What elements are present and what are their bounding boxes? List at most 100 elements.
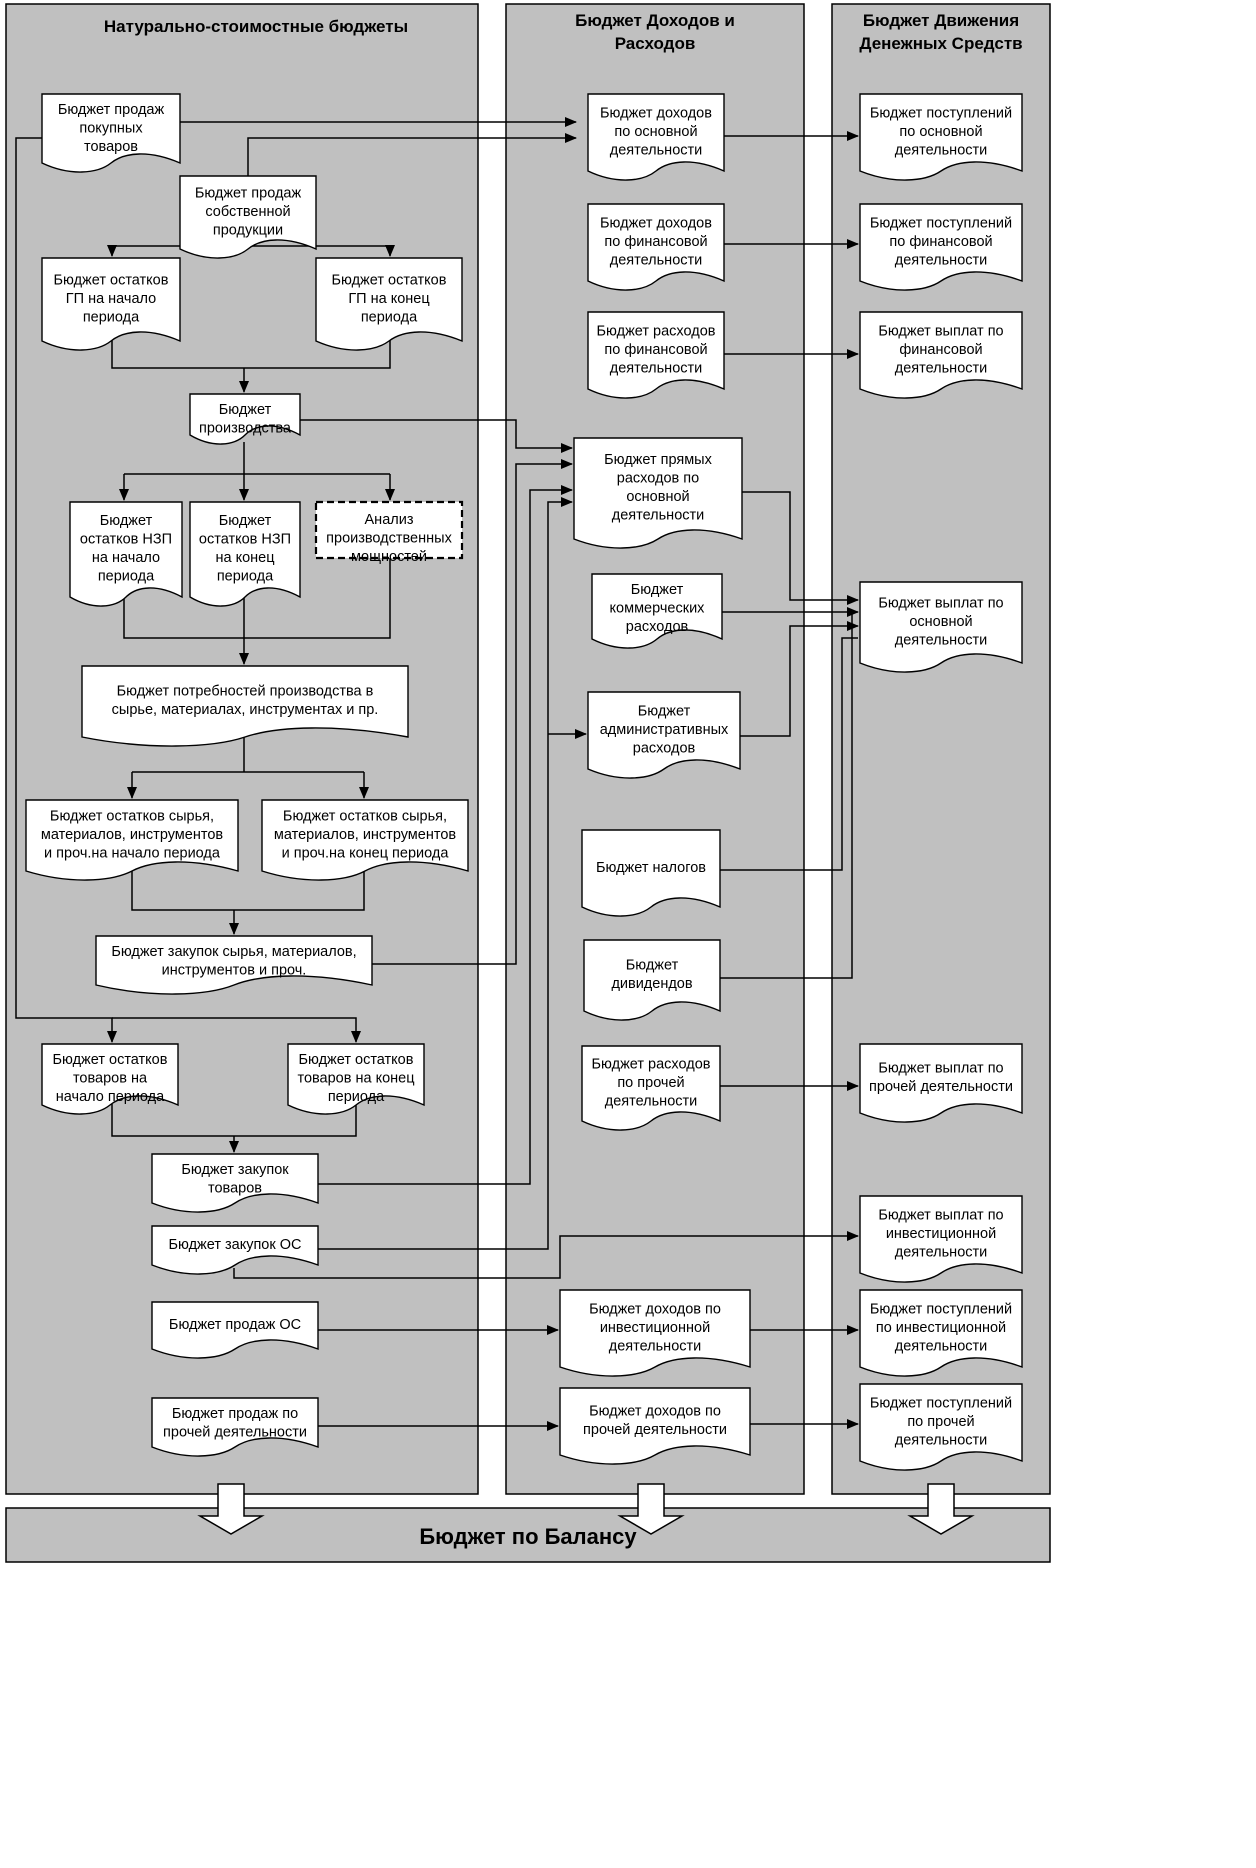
node-text-direct: основной [626, 489, 689, 505]
node-text-pay-fin: Бюджет выплат по [878, 323, 1003, 339]
node-shape-mat-purchase [95, 935, 373, 995]
node-text-pay-main: основной [909, 614, 972, 630]
node-shape-inc-fin [587, 203, 725, 291]
node-text-mat-start: Бюджет остатков сырья, [50, 808, 214, 824]
panel-headers: Натурально-стоимостные бюджеты Бюджет До… [104, 11, 1023, 1549]
edge-admin-to-pay-main [740, 621, 859, 737]
edge-mat-merge [131, 870, 365, 911]
node-text-mat-end: материалов, инструментов [274, 827, 457, 843]
node-text-goods-start: товаров на [73, 1071, 148, 1087]
node-text-pay-fin: деятельности [895, 360, 988, 376]
edge-taxes-to-pay-main [720, 637, 858, 871]
node-text-pay-invest: Бюджет выплат по [878, 1207, 1003, 1223]
edge-own-to-inc-main [247, 133, 577, 176]
node-text-sales-purchased: товаров [84, 139, 138, 155]
node-text-wip-start: на начало [92, 550, 160, 566]
node-text-inc-fin: по финансовой [604, 234, 707, 250]
node-text-admin: расходов [633, 740, 696, 756]
node-text-direct: расходов по [617, 471, 699, 487]
node-text-sales-purchased: покупных [79, 121, 143, 137]
node-fa-sales: Бюджет продаж ОС [151, 1301, 319, 1359]
node-text-rec-main: деятельности [895, 142, 988, 158]
node-shape-commercial [591, 573, 723, 649]
node-text-inc-main: Бюджет доходов [600, 105, 712, 121]
node-text-inc-invest: Бюджет доходов по [589, 1301, 721, 1317]
node-shape-needs [81, 665, 409, 747]
node-text-inc-main: деятельности [610, 142, 703, 158]
node-text-inc-other: Бюджет доходов по [589, 1404, 721, 1420]
node-text-fa-purchase: Бюджет закупок ОС [169, 1237, 302, 1253]
node-text-fg-start: периода [83, 309, 140, 325]
node-text-mat-end: Бюджет остатков сырья, [283, 808, 447, 824]
edge-goods-split-right [112, 1017, 361, 1043]
node-text-rec-fin: по финансовой [889, 234, 992, 250]
node-inc-invest: Бюджет доходов поинвестиционнойдеятельно… [559, 1289, 751, 1377]
node-text-fg-end: ГП на конец [348, 291, 429, 307]
node-needs: Бюджет потребностей производства всырье,… [81, 665, 409, 747]
node-text-pay-other: Бюджет выплат по [878, 1061, 1003, 1077]
node-shape-rec-main [859, 93, 1023, 181]
node-text-other-sales: Бюджет продаж по [172, 1406, 298, 1422]
node-shape-mat-start [25, 799, 239, 881]
node-text-goods-start: начало периода [56, 1089, 165, 1105]
node-text-exp-other: деятельности [605, 1093, 698, 1109]
node-text-rec-fin: Бюджет поступлений [870, 215, 1012, 231]
header-cashflow-line2: Денежных Средств [859, 34, 1022, 53]
node-text-rec-other: деятельности [895, 1432, 988, 1448]
balance-label: Бюджет по Балансу [419, 1524, 637, 1549]
node-text-goods-purchase: Бюджет закупок [181, 1162, 289, 1178]
node-text-commercial: коммерческих [610, 601, 706, 617]
node-pay-invest: Бюджет выплат поинвестиционнойдеятельнос… [859, 1195, 1023, 1283]
node-shape-rec-invest [859, 1289, 1023, 1377]
node-text-exp-fin: по финансовой [604, 342, 707, 358]
node-text-rec-invest: Бюджет поступлений [870, 1301, 1012, 1317]
node-text-wip-end: Бюджет [219, 513, 272, 529]
node-text-goods-end: Бюджет остатков [299, 1052, 414, 1068]
node-text-fg-start: ГП на начало [66, 291, 156, 307]
node-text-pay-main: деятельности [895, 632, 988, 648]
node-text-rec-main: по основной [899, 124, 982, 140]
node-text-fg-start: Бюджет остатков [54, 272, 169, 288]
node-shape-pay-main [859, 581, 1023, 673]
node-shape-sales-own [179, 175, 317, 259]
node-text-wip-start: остатков НЗП [80, 532, 172, 548]
node-sales-purchased: Бюджет продаж покупных товаров [41, 93, 181, 173]
node-shape-goods-purchase [151, 1153, 319, 1213]
edge-wip-merge [123, 558, 391, 639]
node-text-sales-purchased: Бюджет продаж [58, 102, 165, 118]
edge-production-to-direct [300, 419, 573, 453]
node-text-rec-invest: по инвестиционной [876, 1320, 1006, 1336]
node-shape-inc-invest [559, 1289, 751, 1377]
panel-balance [5, 1507, 1051, 1563]
node-text-goods-end: периода [328, 1089, 385, 1105]
node-text-capacity: Анализ [365, 512, 414, 528]
edge-purchased-to-goods [15, 137, 117, 1043]
edge-goods-purchase-to-direct [318, 485, 573, 1185]
node-text-rec-invest: деятельности [895, 1338, 988, 1354]
edge-fa-purchase-to-direct [318, 497, 573, 1250]
node-text-fg-end: Бюджет остатков [332, 272, 447, 288]
node-text-wip-end: на конец [215, 550, 274, 566]
node-text-pay-main: Бюджет выплат по [878, 595, 1003, 611]
node-text-pay-other: прочей деятельности [869, 1079, 1013, 1095]
node-text-pay-fin: финансовой [899, 342, 982, 358]
node-text-taxes: Бюджет налогов [596, 860, 706, 876]
node-text-exp-other: Бюджет расходов [592, 1056, 711, 1072]
balance-arrow-right [907, 1483, 975, 1535]
node-shape-inc-main [587, 93, 725, 181]
